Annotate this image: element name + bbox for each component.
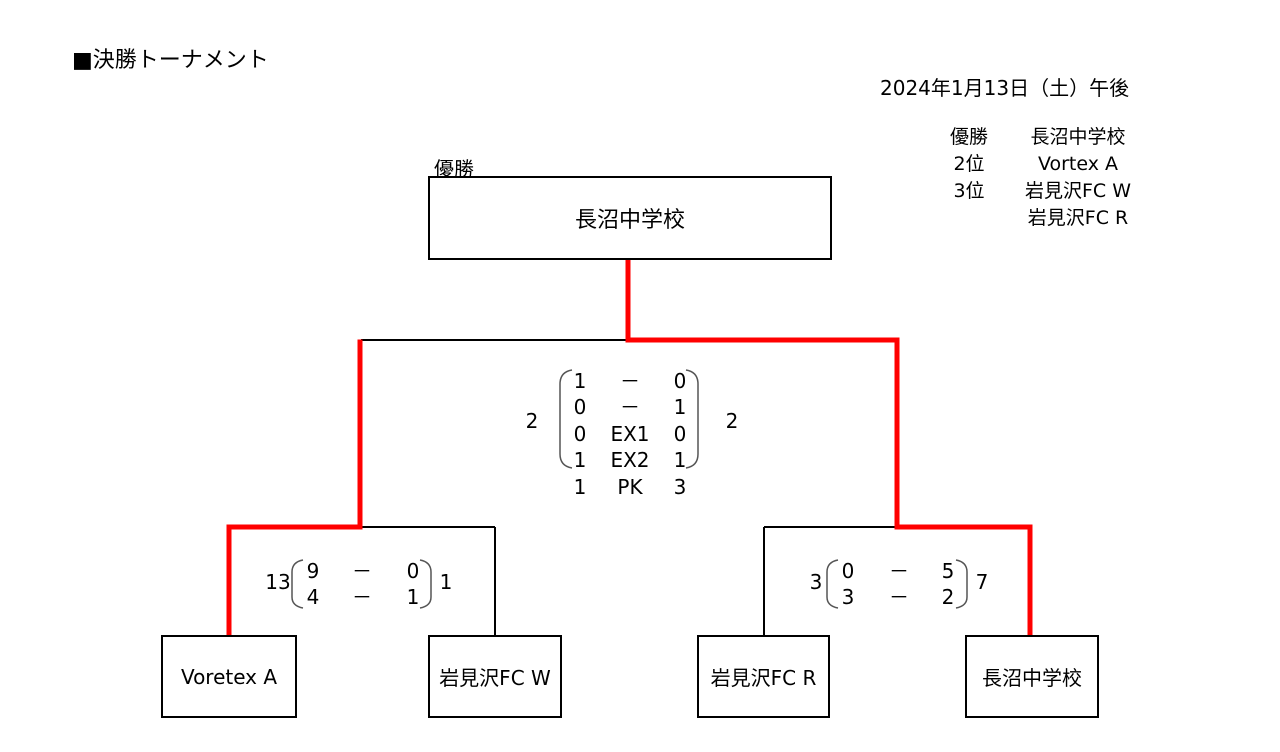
final-score-right: 0 <box>673 369 687 393</box>
semi1-period-label: － <box>352 585 372 609</box>
semi1-score-left: 4 <box>306 585 320 609</box>
final-left-paren <box>559 369 573 469</box>
semi1-period-label: － <box>352 559 372 583</box>
champion-box: 長沼中学校 <box>428 176 832 260</box>
semi2-score-left: 3 <box>841 585 855 609</box>
final-score-right: 3 <box>673 475 687 499</box>
result-team: 岩見沢FC W <box>1024 180 1132 202</box>
result-row: 3位 岩見沢FC W <box>930 178 1148 205</box>
semi1-left-paren <box>291 559 304 609</box>
result-rank: 2位 <box>953 153 985 175</box>
final-period-label: － <box>620 395 640 419</box>
team-box: 岩見沢FC W <box>428 635 562 718</box>
semi1-score-right: 1 <box>406 585 420 609</box>
final-period-label: EX2 <box>610 448 650 472</box>
final-score-left: 1 <box>573 448 587 472</box>
semi2-score-right: 2 <box>941 585 955 609</box>
final-period-label: PK <box>617 475 643 499</box>
result-rank: 3位 <box>953 180 985 202</box>
final-score-left: 0 <box>573 395 587 419</box>
result-row: 岩見沢FC R <box>930 205 1148 232</box>
team-box: 岩見沢FC R <box>697 635 830 718</box>
final-period-label: － <box>620 369 640 393</box>
final-right-total: 2 <box>725 409 739 433</box>
final-score-left: 1 <box>573 369 587 393</box>
semi2-right-paren <box>955 559 968 609</box>
semi2-right-total: 7 <box>975 570 989 594</box>
final-period-label: EX1 <box>610 422 650 446</box>
semi2-left-total: 3 <box>809 570 823 594</box>
semi1-score-right: 0 <box>406 559 420 583</box>
final-right-paren <box>685 369 699 469</box>
result-row: 2位 Vortex A <box>930 151 1148 178</box>
semi1-right-paren <box>419 559 432 609</box>
semi2-score-left: 0 <box>841 559 855 583</box>
final-score-right: 0 <box>673 422 687 446</box>
result-team: Vortex A <box>1037 153 1119 175</box>
final-left-total: 2 <box>525 409 539 433</box>
semi2-score-right: 5 <box>941 559 955 583</box>
final-score-right: 1 <box>673 448 687 472</box>
result-team: 長沼中学校 <box>1030 126 1126 148</box>
final-score-left: 0 <box>573 422 587 446</box>
semi2-period-label: － <box>889 559 909 583</box>
semi1-right-total: 1 <box>439 570 453 594</box>
semi2-left-paren <box>826 559 839 609</box>
semi2-period-label: － <box>889 585 909 609</box>
result-team: 岩見沢FC R <box>1027 207 1129 229</box>
result-rank: 優勝 <box>949 126 988 148</box>
team-box: Voretex A <box>161 635 297 718</box>
results-list: 優勝 長沼中学校 2位 Vortex A 3位 岩見沢FC W 岩見沢FC R <box>930 124 1148 232</box>
semi1-left-total: 13 <box>265 570 291 594</box>
result-row: 優勝 長沼中学校 <box>930 124 1148 151</box>
team-box: 長沼中学校 <box>965 635 1099 718</box>
page-title: ■決勝トーナメント <box>72 48 269 73</box>
final-score-left: 1 <box>573 475 587 499</box>
semi1-score-left: 9 <box>306 559 320 583</box>
final-score-right: 1 <box>673 395 687 419</box>
event-date: 2024年1月13日（土）午後 <box>880 76 1130 100</box>
